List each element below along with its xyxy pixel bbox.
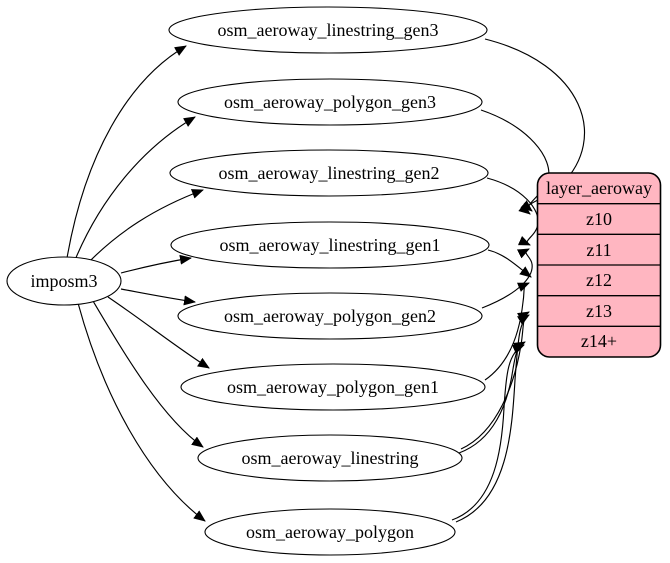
osm-aeroway-linestring-gen3-ellipse [168,6,488,54]
edge-imposm3-to-osm-aeroway-linestring-gen2 [86,189,204,265]
osm-aeroway-linestring-gen3-label: osm_aeroway_linestring_gen3 [218,20,439,40]
osm-aeroway-linestring-label: osm_aeroway_linestring [242,448,419,468]
node-imposm3: imposm3 [6,256,122,306]
layer-aeroway-title: layer_aeroway [546,178,652,198]
osm-aeroway-linestring-gen1-ellipse [170,221,490,269]
node-osm-aeroway-polygon-gen3: osm_aeroway_polygon_gen3 [177,78,483,126]
edge-osm-aeroway-polygon-to-z14 [451,344,525,521]
node-osm-aeroway-polygon-gen1: osm_aeroway_polygon_gen1 [180,363,486,411]
node-osm-aeroway-linestring: osm_aeroway_linestring [197,434,463,482]
layer-row-z14: z14+ [581,331,617,351]
osm-aeroway-polygon-gen1-label: osm_aeroway_polygon_gen1 [227,377,439,397]
edge-imposm3-to-osm-aeroway-polygon-gen1 [107,296,210,369]
edge-osm-aeroway-linestring-gen1-to-z12 [487,249,532,278]
edge-osm-aeroway-polygon-gen1-to-z12 [484,282,530,381]
osm-aeroway-linestring-ellipse [197,434,463,482]
layer-row-z11: z11 [586,240,611,260]
osm-aeroway-polygon-label: osm_aeroway_polygon [246,522,414,542]
edge-imposm3-to-osm-aeroway-linestring-gen1 [120,254,192,274]
imposm3-ellipse [6,256,122,306]
edge-osm-aeroway-polygon-gen2-to-z11 [481,248,533,309]
edge-osm-aeroway-polygon-to-z13 [455,314,530,523]
node-osm-aeroway-polygon-gen2: osm_aeroway_polygon_gen2 [177,292,483,340]
node-layer-aeroway: layer_aeroway z10 z11 z12 z13 z14+ [536,172,662,358]
osm-aeroway-polygon-gen2-label: osm_aeroway_polygon_gen2 [224,306,436,326]
node-osm-aeroway-polygon: osm_aeroway_polygon [204,508,456,556]
osm-aeroway-linestring-gen1-label: osm_aeroway_linestring_gen1 [220,235,441,255]
layer-row-z13: z13 [586,301,612,321]
layer-row-z10: z10 [586,209,612,229]
osm-aeroway-polygon-gen2-ellipse [177,292,483,340]
edge-imposm3-to-osm-aeroway-polygon-gen2 [120,288,196,306]
node-osm-aeroway-linestring-gen1: osm_aeroway_linestring_gen1 [170,221,490,269]
node-osm-aeroway-linestring-gen3: osm_aeroway_linestring_gen3 [168,6,488,54]
osm-aeroway-polygon-gen3-label: osm_aeroway_polygon_gen3 [224,92,436,112]
osm-aeroway-polygon-gen1-ellipse [180,363,486,411]
edge-imposm3-to-osm-aeroway-polygon-gen3 [74,116,196,261]
edge-osm-aeroway-linestring-gen3-to-z10 [484,38,586,212]
node-osm-aeroway-linestring-gen2: osm_aeroway_linestring_gen2 [169,149,489,197]
osm-aeroway-polygon-ellipse [204,508,456,556]
edge-imposm3-to-osm-aeroway-linestring-gen3 [66,45,187,259]
layer-row-z12: z12 [586,270,612,290]
edge-osm-aeroway-linestring-gen2-to-z11 [486,177,539,246]
edge-group [66,38,586,523]
osm-aeroway-polygon-gen3-ellipse [177,78,483,126]
edge-imposm3-to-osm-aeroway-polygon [77,302,206,522]
edge-imposm3-to-osm-aeroway-linestring [92,300,204,448]
osm-aeroway-linestring-gen2-label: osm_aeroway_linestring_gen2 [219,163,440,183]
imposm3-label: imposm3 [30,271,97,291]
osm-aeroway-linestring-gen2-ellipse [169,149,489,197]
